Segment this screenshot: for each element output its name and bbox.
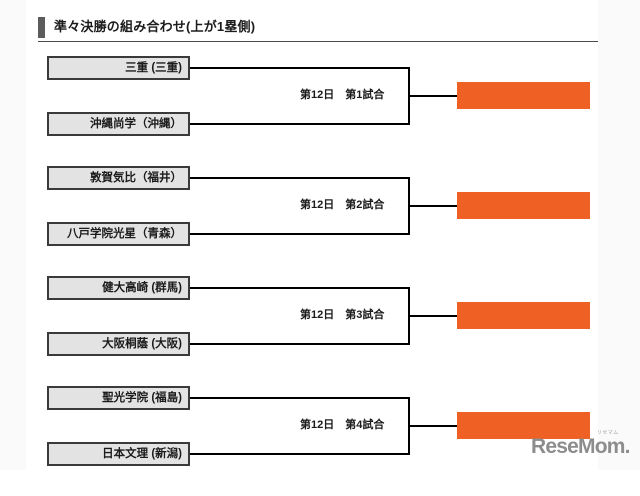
connector-line-bottom xyxy=(190,123,410,125)
team-name: 大阪桐蔭 (大阪) xyxy=(102,338,182,350)
team-box[interactable]: 三重 (三重) xyxy=(47,56,190,80)
team-name: 八戸学院光星（青森） xyxy=(67,228,182,240)
team-box[interactable]: 大阪桐蔭 (大阪) xyxy=(47,332,190,356)
winner-box xyxy=(457,192,590,219)
connector-line-top xyxy=(190,287,410,289)
team-name: 沖縄尚学（沖縄） xyxy=(90,118,182,130)
bracket-match-1: 三重 (三重) 沖縄尚学（沖縄） 第12日 第1試合 xyxy=(0,56,640,166)
logo-wordmark: ReseMom. xyxy=(531,435,630,458)
connector-line-winner xyxy=(408,205,458,207)
resemom-logo: リセマム ReseMom. xyxy=(531,430,631,460)
header-accent-bar xyxy=(38,17,45,38)
bracket-match-3: 健大高崎 (群馬) 大阪桐蔭 (大阪) 第12日 第3試合 xyxy=(0,276,640,386)
team-box[interactable]: 日本文理 (新潟) xyxy=(47,442,190,466)
connector-line-top xyxy=(190,67,410,69)
connector-line-bottom xyxy=(190,453,410,455)
connector-line-winner xyxy=(408,425,458,427)
bracket-match-4: 聖光学院 (福島) 日本文理 (新潟) 第12日 第4試合 xyxy=(0,386,640,496)
connector-line-bottom xyxy=(190,343,410,345)
bracket-page: 準々決勝の組み合わせ(上が1塁側) 三重 (三重) 沖縄尚学（沖縄） 第12日 … xyxy=(0,0,640,470)
page-right-margin xyxy=(598,0,640,470)
team-box[interactable]: 八戸学院光星（青森） xyxy=(47,222,190,246)
team-name: 健大高崎 (群馬) xyxy=(102,282,182,294)
logo-ruby-text: リセマム xyxy=(597,430,619,436)
bracket-match-2: 敦賀気比（福井） 八戸学院光星（青森） 第12日 第2試合 xyxy=(0,166,640,276)
team-name: 聖光学院 (福島) xyxy=(102,392,182,404)
header-divider xyxy=(38,41,598,42)
team-box[interactable]: 敦賀気比（福井） xyxy=(47,166,190,190)
winner-box xyxy=(457,82,590,109)
team-name: 日本文理 (新潟) xyxy=(102,448,182,460)
match-label: 第12日 第3試合 xyxy=(300,309,385,321)
team-box[interactable]: 聖光学院 (福島) xyxy=(47,386,190,410)
connector-line-winner xyxy=(408,95,458,97)
connector-line-top xyxy=(190,397,410,399)
team-box[interactable]: 健大高崎 (群馬) xyxy=(47,276,190,300)
connector-line-top xyxy=(190,177,410,179)
team-box[interactable]: 沖縄尚学（沖縄） xyxy=(47,112,190,136)
connector-line-winner xyxy=(408,315,458,317)
team-name: 三重 (三重) xyxy=(125,62,182,74)
match-label: 第12日 第4試合 xyxy=(300,419,385,431)
match-label: 第12日 第2試合 xyxy=(300,199,385,211)
connector-line-bottom xyxy=(190,233,410,235)
winner-box xyxy=(457,302,590,329)
page-header: 準々決勝の組み合わせ(上が1塁側) xyxy=(38,17,598,43)
page-left-margin xyxy=(0,0,26,470)
page-title: 準々決勝の組み合わせ(上が1塁側) xyxy=(54,19,256,34)
winner-box xyxy=(457,412,590,439)
match-label: 第12日 第1試合 xyxy=(300,89,385,101)
team-name: 敦賀気比（福井） xyxy=(90,172,182,184)
